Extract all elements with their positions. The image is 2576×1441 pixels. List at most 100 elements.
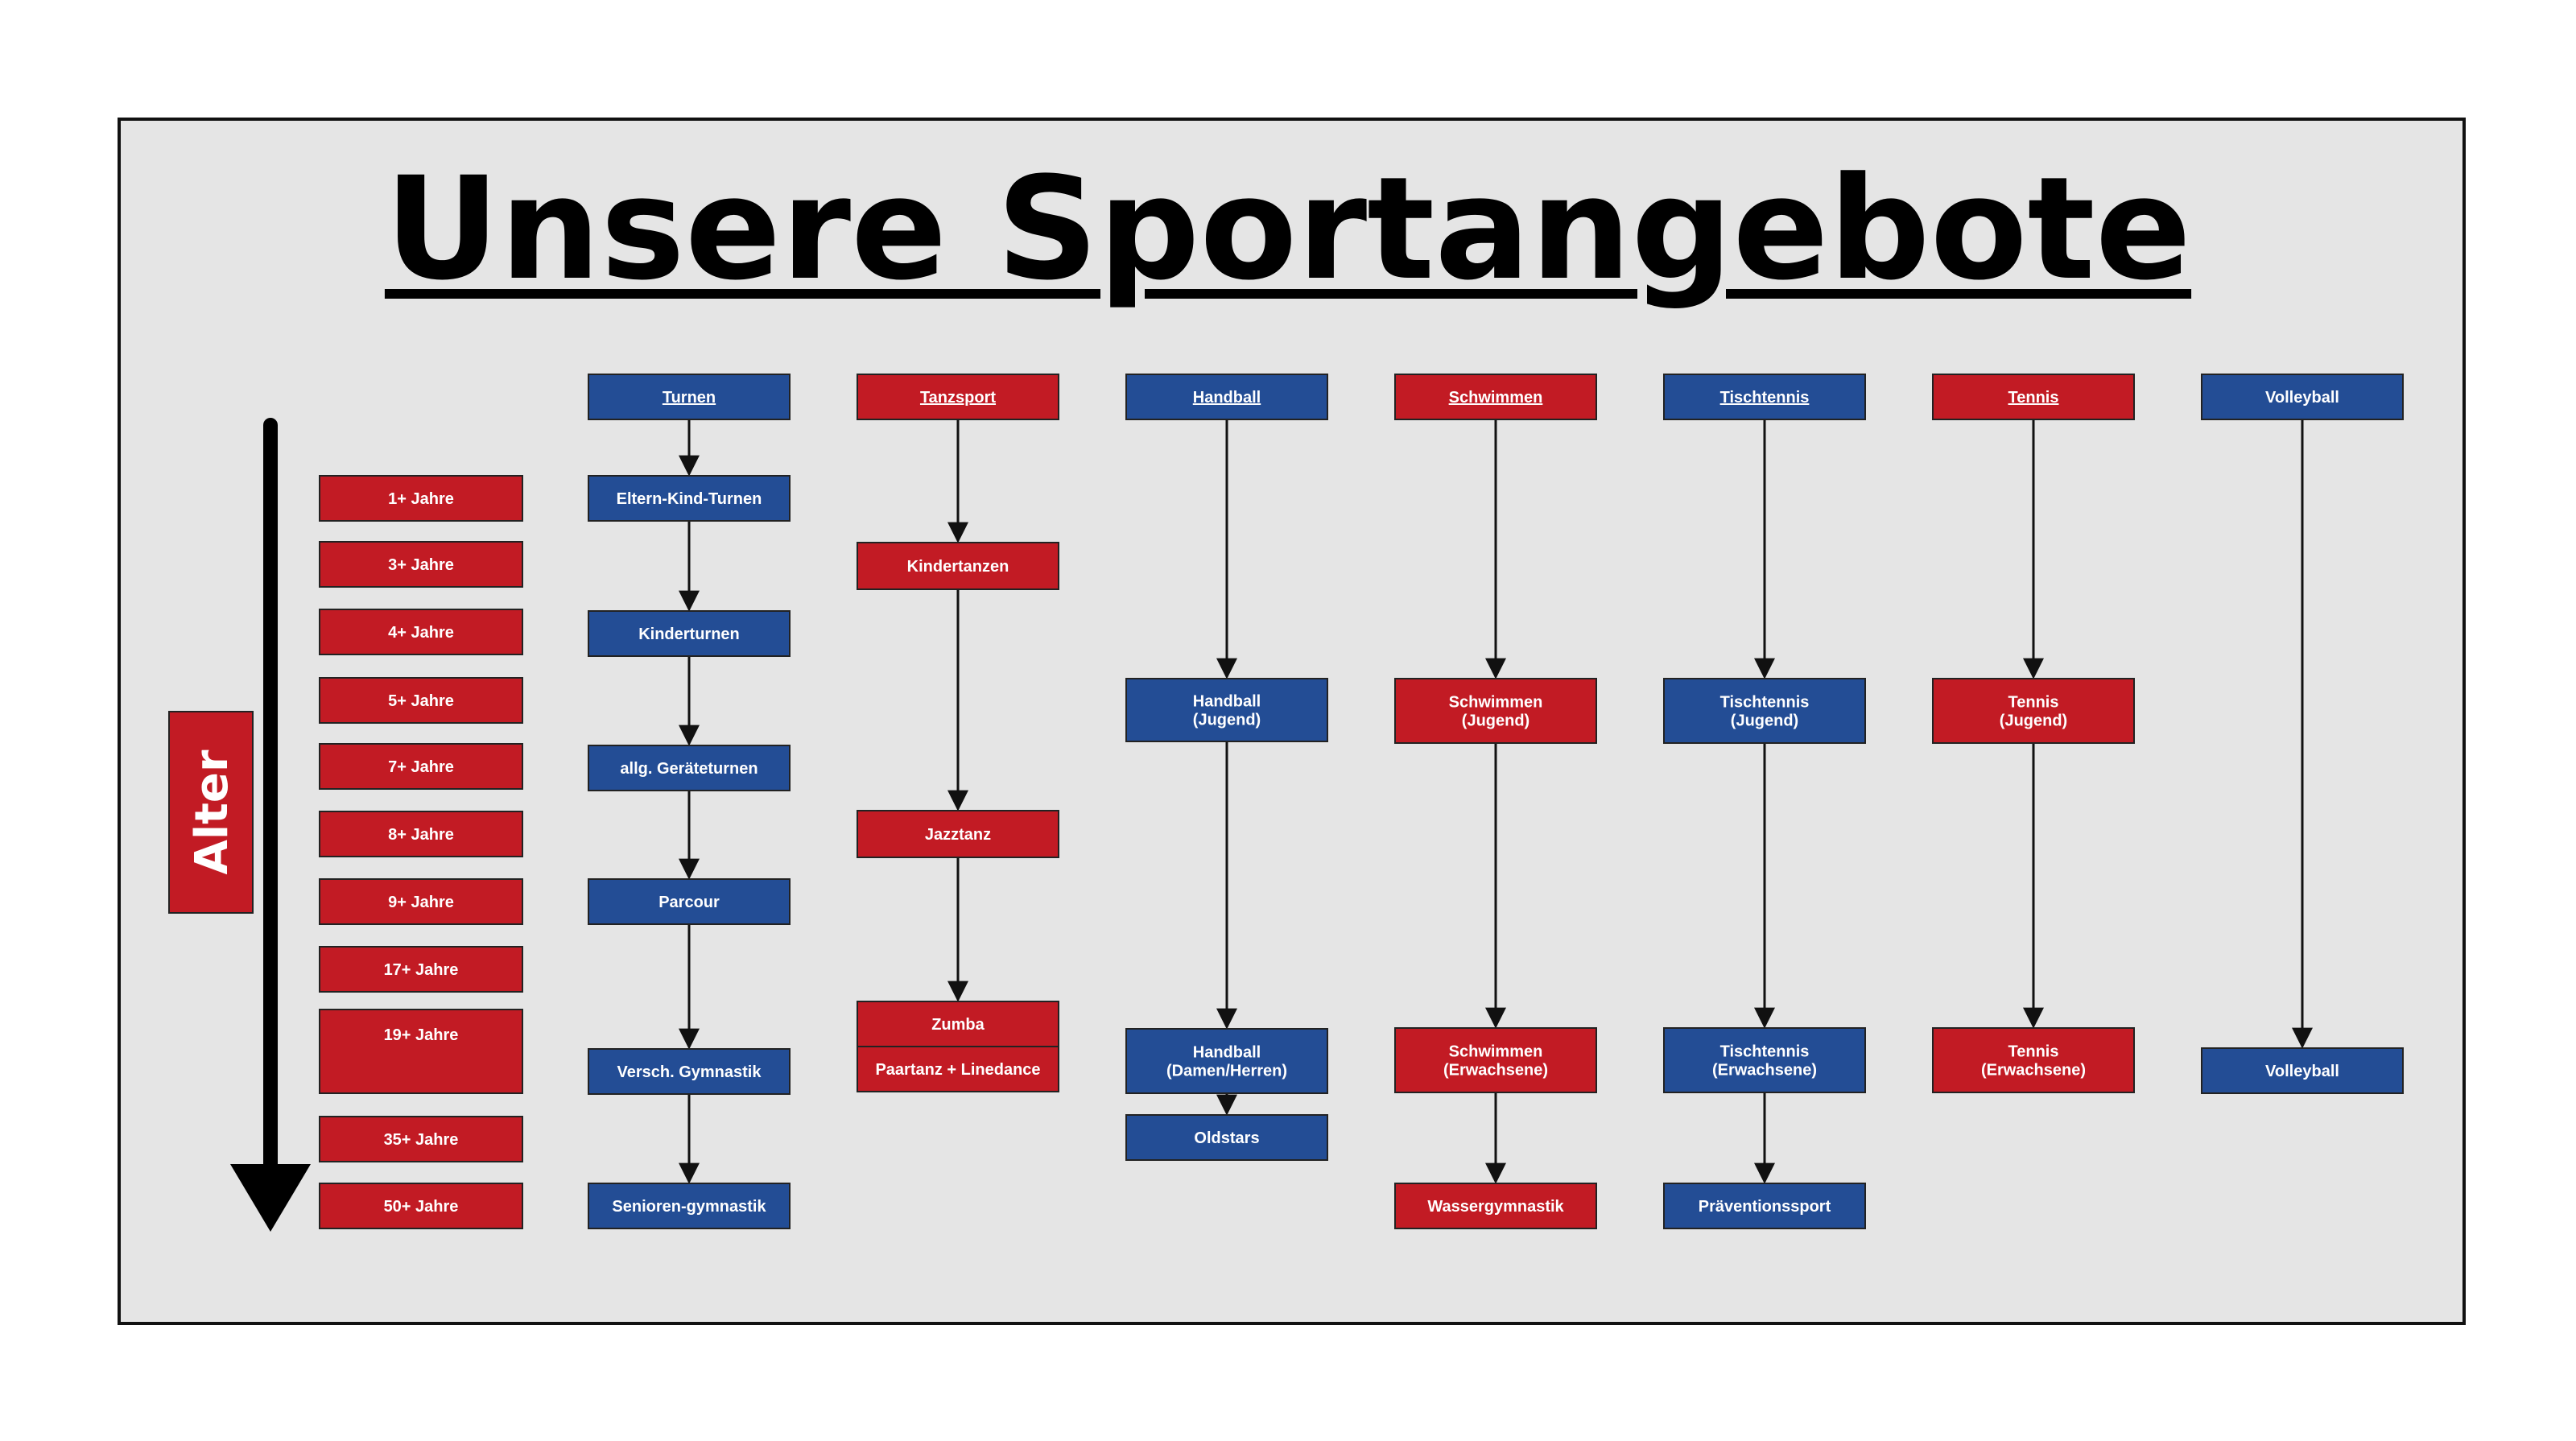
node-parcour-label: Parcour [658,894,720,911]
node-eltern-kind-turnen: Eltern-Kind-Turnen [588,475,791,522]
node-allg-geraeteturnen-label: allg. Geräteturnen [620,760,758,778]
node-tischtennis-jugend: Tischtennis(Jugend) [1663,678,1866,744]
node-eltern-kind-turnen-label: Eltern-Kind-Turnen [617,490,762,508]
age-label-8plus-jahre-box [319,811,523,857]
node-oldstars: Oldstars [1125,1114,1328,1161]
node-tennis-erwachsene: Tennis(Erwachsene) [1932,1027,2135,1093]
node-handball-jugend-label-1: Handball [1193,693,1261,711]
age-label-8plus-jahre-label: 8+ Jahre [388,826,454,844]
header-handball-box [1125,374,1328,420]
node-paartanz-plus-linedance-box [857,1046,1059,1092]
age-label-50plus-jahre-label: 50+ Jahre [384,1198,459,1216]
age-label-5plus-jahre-label: 5+ Jahre [388,692,454,710]
age-label-3plus-jahre-label: 3+ Jahre [388,556,454,574]
node-senioren-gymnastik-box [588,1183,791,1229]
age-label-17plus-jahre-box [319,946,523,993]
node-praeventionssport: Präventionssport [1663,1183,1866,1229]
age-label-17plus-jahre-label: 17+ Jahre [384,961,459,979]
age-label-1plus-jahre-label: 1+ Jahre [388,490,454,508]
column-tischtennis: TischtennisTischtennis(Jugend)Tischtenni… [1663,374,1866,1229]
page-title: Unsere Sportangebote [0,145,2576,314]
age-label-3plus-jahre: 3+ Jahre [319,541,523,588]
age-axis-label-text: Alter [186,749,238,874]
node-tennis-jugend: Tennis(Jugend) [1932,678,2135,744]
page-title-text: Unsere Sportangebote [384,147,2192,312]
node-tennis-jugend-box [1932,678,2135,744]
header-tischtennis-box [1663,374,1866,420]
age-label-35plus-jahre: 35+ Jahre [319,1116,523,1162]
header-turnen: Turnen [588,374,791,420]
node-oldstars-box [1125,1114,1328,1161]
node-tischtennis-erwachsene-label-2: (Erwachsene) [1712,1062,1817,1080]
node-handball-damen-herren-label-1: Handball [1193,1044,1261,1062]
header-turnen-box [588,374,791,420]
node-allg-geraeteturnen: allg. Geräteturnen [588,745,791,791]
node-schwimmen-erwachsene-label-2: (Erwachsene) [1443,1062,1548,1080]
age-label-17plus-jahre: 17+ Jahre [319,946,523,993]
node-paartanz-plus-linedance: Paartanz + Linedance [857,1046,1059,1092]
header-volleyball: Volleyball [2201,374,2404,420]
node-wassergymnastik: Wassergymnastik [1394,1183,1597,1229]
column-schwimmen: SchwimmenSchwimmen(Jugend)Schwimmen(Erwa… [1394,374,1597,1229]
header-tanzsport-box [857,374,1059,420]
node-oldstars-label: Oldstars [1194,1129,1259,1147]
node-kindertanzen-box [857,542,1059,590]
node-senioren-gymnastik-label: Senioren-gymnastik [612,1198,766,1216]
age-axis: Alter [168,418,311,1232]
age-axis-arrowhead [230,1164,311,1232]
age-label-7plus-jahre-box [319,743,523,790]
header-turnen-label: Turnen [663,389,716,407]
age-label-4plus-jahre-box [319,609,523,655]
node-handball-jugend: Handball(Jugend) [1125,678,1328,742]
header-schwimmen-box [1394,374,1597,420]
column-tanzsport: TanzsportKindertanzenJazztanzZumbaPaarta… [857,374,1059,1092]
age-label-7plus-jahre: 7+ Jahre [319,743,523,790]
node-parcour: Parcour [588,878,791,925]
node-schwimmen-erwachsene-box [1394,1027,1597,1093]
node-jazztanz-label: Jazztanz [925,826,991,844]
node-handball-damen-herren-box [1125,1028,1328,1094]
node-tennis-erwachsene-box [1932,1027,2135,1093]
node-kindertanzen: Kindertanzen [857,542,1059,590]
node-versch-gymnastik-label: Versch. Gymnastik [617,1063,762,1081]
header-tischtennis: Tischtennis [1663,374,1866,420]
node-volleyball: Volleyball [2201,1047,2404,1094]
connector-lines [679,419,2313,1184]
node-wassergymnastik-label: Wassergymnastik [1427,1198,1564,1216]
node-tischtennis-jugend-label-1: Tischtennis [1720,694,1810,712]
node-tischtennis-jugend-label-2: (Jugend) [1731,712,1798,730]
node-zumba: Zumba [857,1001,1059,1047]
node-schwimmen-jugend-box [1394,678,1597,744]
node-praeventionssport-label: Präventionssport [1699,1198,1831,1216]
age-label-9plus-jahre: 9+ Jahre [319,878,523,925]
node-kinderturnen-label: Kinderturnen [638,626,740,643]
age-axis-label-box [168,711,254,914]
age-label-19plus-jahre-box [319,1009,523,1094]
node-tennis-erwachsene-label-1: Tennis [2008,1043,2059,1061]
node-jazztanz: Jazztanz [857,810,1059,858]
node-schwimmen-jugend-label-1: Schwimmen [1449,694,1543,712]
node-paartanz-plus-linedance-label: Paartanz + Linedance [875,1061,1040,1079]
node-tischtennis-erwachsene: Tischtennis(Erwachsene) [1663,1027,1866,1093]
header-tischtennis-label: Tischtennis [1720,389,1810,407]
header-volleyball-box [2201,374,2404,420]
age-label-5plus-jahre: 5+ Jahre [319,677,523,724]
node-handball-damen-herren: Handball(Damen/Herren) [1125,1028,1328,1094]
node-schwimmen-jugend-label-2: (Jugend) [1462,712,1530,730]
node-schwimmen-erwachsene-label-1: Schwimmen [1449,1043,1543,1061]
header-tanzsport-label: Tanzsport [920,389,996,407]
node-eltern-kind-turnen-box [588,475,791,522]
node-tischtennis-erwachsene-label-1: Tischtennis [1720,1043,1810,1061]
column-tennis: Tennis Tennis(Jugend) Tennis(Erwachsene) [1932,374,2135,1093]
age-label-50plus-jahre-box [319,1183,523,1229]
age-label-35plus-jahre-label: 35+ Jahre [384,1131,459,1149]
node-praeventionssport-box [1663,1183,1866,1229]
age-label-5plus-jahre-box [319,677,523,724]
node-handball-jugend-box [1125,678,1328,742]
age-label-9plus-jahre-label: 9+ Jahre [388,894,454,911]
node-tischtennis-jugend-box [1663,678,1866,744]
node-tennis-jugend-label-2: (Jugend) [2000,712,2067,730]
